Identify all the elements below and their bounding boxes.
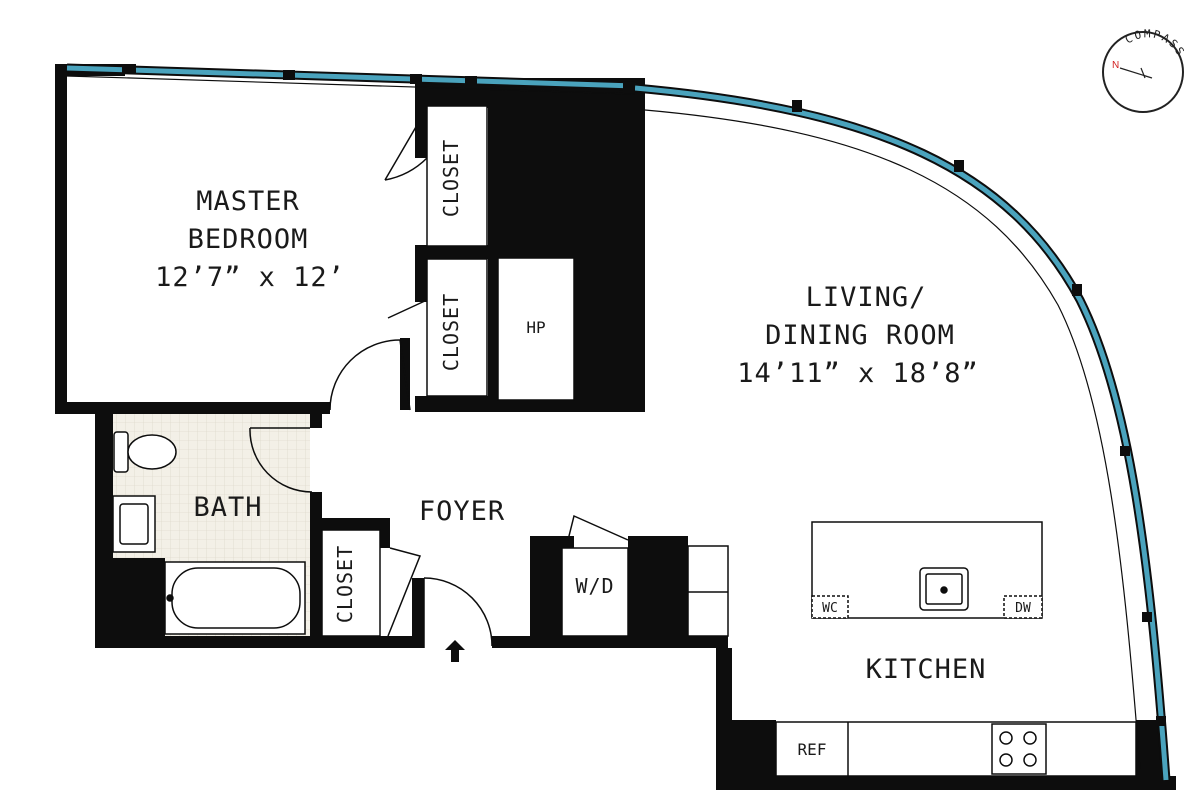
wd-west-wall: [530, 536, 562, 648]
foyer-south-wall: [492, 636, 728, 648]
closet-interiors: [321, 105, 729, 637]
wd-door: [567, 514, 629, 541]
bedroom-door: [399, 339, 411, 411]
kitchen-name: KITCHEN: [866, 654, 987, 685]
wc-label: WC: [822, 601, 838, 616]
foyer-closet-door: [387, 547, 422, 637]
dw-label: DW: [1015, 601, 1031, 616]
living-name-1: LIVING/: [806, 282, 927, 313]
foyer-closet-interior: [321, 529, 381, 637]
wc-box: [811, 595, 849, 619]
compass-north: N: [1112, 60, 1119, 71]
foyer-closet-bottom-wall: [322, 636, 422, 648]
closet-middle-label: CLOSET: [439, 293, 463, 371]
closet-divider: [415, 245, 497, 259]
fixtures: [112, 431, 1137, 777]
bath-west-wall: [95, 402, 113, 648]
kitchen-corner-block: [716, 720, 776, 790]
bath-corner-block: [113, 558, 165, 648]
living-size: 14’11” x 18’8”: [737, 358, 979, 389]
closet-middle-interior: [426, 258, 488, 397]
wd-interior: [561, 547, 629, 637]
master-bedroom-name-2: BEDROOM: [188, 224, 309, 255]
closet-mid-jamb: [415, 252, 427, 302]
kitchen-counter: [775, 721, 1137, 777]
bath-name: BATH: [193, 492, 262, 523]
closet-foyer-label: CLOSET: [333, 545, 357, 623]
foyer-closet-jamb: [380, 518, 390, 548]
bath-east-wall: [310, 492, 322, 648]
closet-top-label: CLOSET: [439, 139, 463, 217]
closet-top-interior: [426, 105, 488, 247]
master-bedroom-name-1: MASTER: [196, 186, 300, 217]
windows: [66, 63, 1171, 781]
hp-label: HP: [526, 318, 545, 337]
wd-label: W/D: [575, 574, 614, 598]
toilet-tank: [113, 431, 129, 473]
wd-east-wall: [628, 536, 688, 648]
toilet-bowl: [127, 434, 177, 470]
ref-label: REF: [798, 740, 827, 759]
closet-bottom-wall: [415, 396, 505, 412]
doors: [249, 107, 629, 648]
closet-top-jamb: [415, 100, 427, 158]
cooktop: [991, 723, 1047, 775]
bedroom-west-wall: [55, 64, 67, 414]
bath-door-jamb-top: [310, 402, 322, 428]
entry-arrow-icon: [445, 640, 465, 662]
hp-interior: [497, 257, 575, 401]
closet-middle-door: [387, 299, 428, 319]
compass: COMPASS N: [1102, 27, 1186, 113]
closet-top-door: [384, 107, 428, 181]
bedroom-south-wall: [55, 402, 330, 414]
kitchen-south-wall: [716, 776, 1176, 790]
master-bedroom-size: 12’7” x 12’: [155, 262, 345, 293]
foyer-name: FOYER: [419, 496, 505, 527]
dw-box: [1003, 595, 1043, 619]
living-name-2: DINING ROOM: [765, 320, 955, 351]
foyer-closet-top-wall: [310, 518, 390, 530]
labels: MASTER BEDROOM 12’7” x 12’ LIVING/ DININ…: [155, 139, 1031, 759]
wd-jamb: [562, 536, 574, 548]
kitchen-pantry: [687, 545, 729, 637]
entry-jamb-left: [412, 578, 424, 648]
